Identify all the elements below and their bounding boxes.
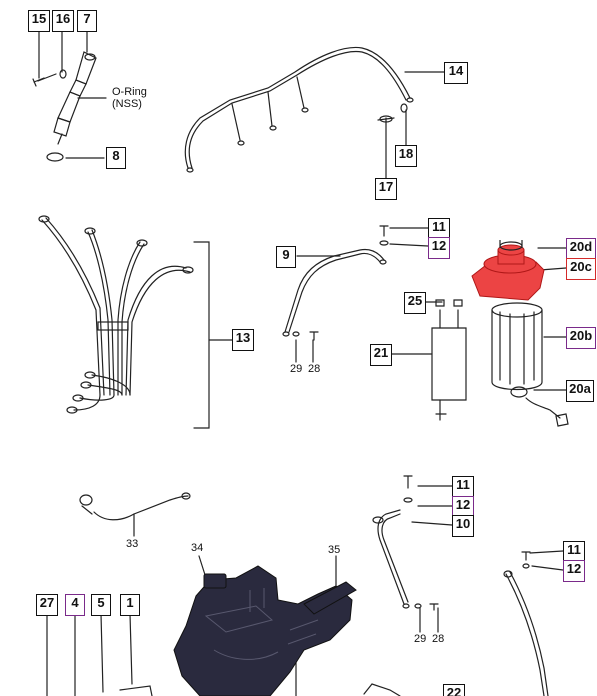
callout-11-lower: 11 — [452, 476, 474, 498]
callout-17: 17 — [375, 178, 397, 200]
callout-13: 13 — [232, 329, 254, 351]
label-35: 35 — [328, 544, 341, 556]
label-29-upper: 29 — [290, 363, 303, 375]
callout-10: 10 — [452, 515, 474, 537]
callout-9: 9 — [276, 246, 296, 268]
callout-5: 5 — [91, 594, 111, 616]
label-28-upper: 28 — [308, 363, 321, 375]
callout-7: 7 — [77, 10, 97, 32]
label-28-lower: 28 — [432, 633, 445, 645]
callout-20c: 20c — [566, 258, 596, 280]
callout-4: 4 — [65, 594, 85, 616]
oring-label-line1: O-Ring — [112, 86, 147, 98]
callout-14: 14 — [444, 62, 468, 84]
callout-18: 18 — [395, 145, 417, 167]
oring-label-line2: (NSS) — [112, 98, 142, 110]
callout-12-right: 12 — [563, 560, 585, 582]
callout-20d: 20d — [566, 238, 596, 260]
label-33: 33 — [126, 538, 139, 550]
oring-label: O-Ring (NSS) — [112, 86, 147, 110]
callout-15: 15 — [28, 10, 50, 32]
callout-20b: 20b — [566, 327, 596, 349]
callout-21: 21 — [370, 344, 392, 366]
callout-27: 27 — [36, 594, 58, 616]
callout-25: 25 — [404, 292, 426, 314]
callout-22: 22 — [443, 684, 465, 696]
callout-16: 16 — [52, 10, 74, 32]
callout-20a: 20a — [566, 380, 594, 402]
callout-1: 1 — [120, 594, 140, 616]
callout-8: 8 — [106, 147, 126, 169]
label-34: 34 — [191, 542, 204, 554]
callout-11-right: 11 — [563, 541, 585, 563]
callout-12-upper: 12 — [428, 237, 450, 259]
label-29-lower: 29 — [414, 633, 427, 645]
